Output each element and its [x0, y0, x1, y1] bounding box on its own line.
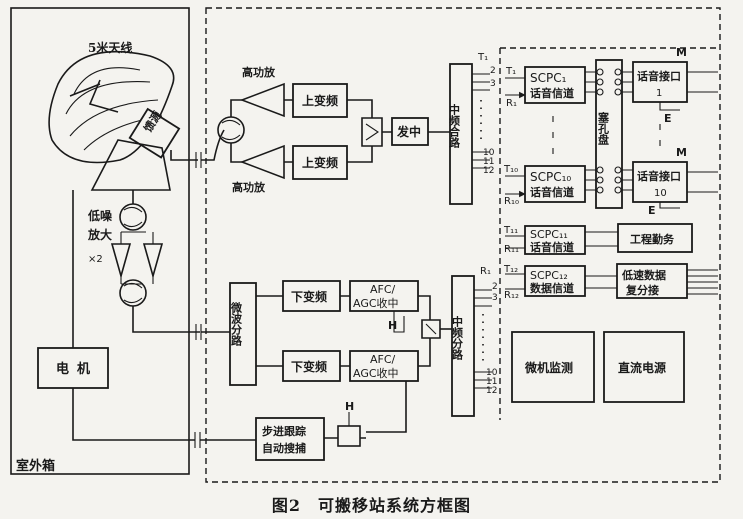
upconv-bottom-box [292, 145, 348, 180]
low-speed-line1: 低速数据 [621, 268, 666, 282]
monitor-box [511, 331, 595, 403]
antenna-mount [90, 139, 171, 191]
t12-label: T₁₂ [503, 264, 518, 275]
tx-switch [361, 117, 383, 147]
downconv-bottom-box [282, 350, 341, 382]
combiner-port-1: T₁ [477, 52, 488, 63]
tracking-switch [337, 425, 361, 447]
t11-label: T₁₁ [503, 225, 518, 236]
afc-bottom-line2: AGC收中 [353, 366, 399, 380]
low-speed-line2: 复分接 [625, 283, 659, 297]
upconv-top-label: 上变频 [302, 93, 338, 108]
lna-amplifier-1 [110, 243, 132, 279]
engineering-label: 工程勤务 [630, 232, 675, 246]
scpc1-box [524, 66, 586, 104]
r10-label: R₁₀ [504, 196, 519, 207]
splitter-label: 微波分路 [230, 301, 244, 347]
combiner-label: 中频合路 [448, 103, 461, 149]
if-splitter-label: 中频分路 [451, 315, 464, 361]
scpc11-line2: 话音信道 [530, 240, 574, 254]
voice-if1-line2: 1 [656, 88, 662, 99]
scpc12-line2: 数据信道 [530, 281, 574, 295]
scpc11-line1: SCPC₁₁ [530, 228, 568, 241]
h-bottom-label: H [345, 400, 354, 413]
motor-label: 电机 [56, 361, 98, 377]
scpc12-line1: SCPC₁₂ [530, 269, 568, 282]
splitter-port-10: 10 [486, 368, 498, 378]
scpc10-line1: SCPC₁₀ [530, 170, 571, 184]
rx-switch [421, 319, 441, 339]
m-bottom-label: M [676, 146, 687, 159]
scpc10-line2: 话音信道 [530, 185, 574, 199]
downconv-top-label: 下变频 [291, 289, 327, 304]
voice-if10-line1: 话音接口 [637, 169, 681, 183]
afc-top-box [349, 280, 419, 312]
combiner-port-12: 12 [483, 166, 494, 176]
h-top-label: H [388, 319, 397, 332]
r11-label: R₁₁ [504, 244, 519, 255]
scpc1-line2: 话音信道 [530, 86, 574, 100]
combiner-port-3: 3 [490, 79, 496, 89]
splitter-port-2: 2 [492, 282, 498, 292]
hpa-top-label: 高功放 [242, 65, 276, 79]
splitter-port-11: 11 [486, 377, 497, 387]
if-splitter-box [451, 275, 475, 417]
tracking-line1: 步进跟踪 [262, 424, 306, 438]
voice-if10-line2: 10 [654, 188, 667, 199]
dc-power-box [603, 331, 685, 403]
downconv-bottom-label: 下变频 [291, 359, 327, 374]
low-speed-mux-box [616, 263, 688, 299]
t10-label: T₁₀ [503, 164, 518, 175]
downconv-top-box [282, 280, 341, 312]
scpc10-box [524, 165, 586, 203]
afc-top-line1: AFC/ [370, 283, 396, 296]
lna-label-1: 低噪 [87, 208, 113, 223]
m-top-label: M [676, 46, 687, 59]
afc-bottom-line1: AFC/ [370, 353, 396, 366]
hpa-bottom-label: 高功放 [232, 180, 266, 194]
scpc11-box [524, 225, 586, 255]
if-tx-label: 发中 [396, 124, 421, 139]
combiner-port-10: 10 [483, 148, 495, 158]
outdoor-box-label: 室外箱 [16, 458, 55, 474]
r1-label: R₁ [506, 98, 517, 109]
hpa-bottom-triangle [239, 144, 285, 180]
afc-top-line2: AGC收中 [353, 296, 399, 310]
splitter-port-3: 3 [492, 293, 498, 303]
voice-if1-line1: 话音接口 [637, 69, 681, 83]
tracking-box [255, 417, 325, 461]
figure-caption: 图2 可搬移站系统方框图 [271, 496, 472, 515]
tracking-line2: 自动搜捕 [262, 441, 306, 455]
lna-label-2: 放大 [87, 227, 112, 242]
patch-panel-label: 塞孔盘 [597, 111, 611, 145]
if-combiner-box [449, 63, 473, 205]
motor-box [37, 347, 109, 389]
hpa-top-triangle [239, 82, 285, 118]
outdoor-box-frame [10, 7, 190, 475]
t1-label: T₁ [505, 66, 516, 77]
lna-count: ×2 [88, 254, 103, 265]
antenna-label: 5米天线 [88, 40, 132, 55]
monitor-label: 微机监测 [524, 360, 573, 375]
upconv-top-box [292, 83, 348, 118]
r12-label: R₁₂ [504, 290, 519, 301]
combiner-port-11: 11 [483, 157, 494, 167]
indoor-frame [205, 7, 721, 483]
e-top-label: E [664, 112, 672, 125]
splitter-port-12: 12 [486, 386, 497, 396]
feed-box [128, 107, 181, 159]
e-bottom-label: E [648, 204, 656, 217]
scpc12-box [524, 265, 586, 297]
scpc1-line1: SCPC₁ [530, 71, 567, 85]
upconv-bottom-label: 上变频 [302, 155, 338, 170]
lna-amplifier-2 [142, 243, 164, 279]
microwave-splitter-box [229, 282, 257, 386]
dc-power-label: 直流电源 [618, 360, 666, 375]
engineering-box [617, 223, 693, 253]
splitter-port-1: R₁ [480, 266, 491, 277]
combiner-port-2: 2 [490, 66, 496, 76]
